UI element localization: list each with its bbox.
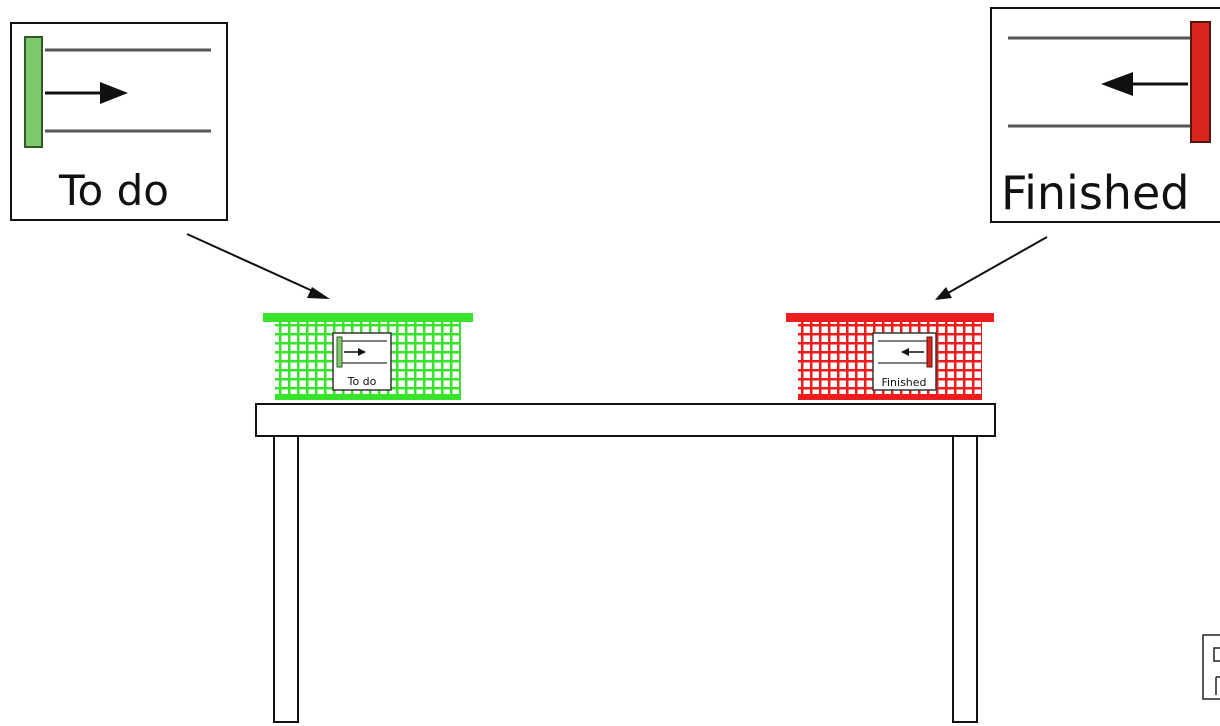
todo-pointer-arrow: [187, 234, 330, 299]
todo-basket: To do: [263, 313, 473, 400]
todo-basket-label-icon: To do: [333, 333, 391, 390]
clipped-corner-box: [1203, 635, 1220, 699]
finished-card-label: Finished: [1001, 166, 1189, 220]
finished-basket-label: Finished: [881, 376, 926, 389]
finished-basket-label-icon: Finished: [873, 333, 936, 390]
todo-card: To do: [11, 23, 227, 220]
table: [256, 404, 995, 722]
todo-basket-label: To do: [347, 375, 377, 388]
todo-card-label: To do: [58, 166, 169, 215]
finished-basket: Finished: [786, 313, 994, 400]
finished-card: Finished: [991, 8, 1220, 222]
finished-pointer-arrow: [935, 237, 1047, 300]
